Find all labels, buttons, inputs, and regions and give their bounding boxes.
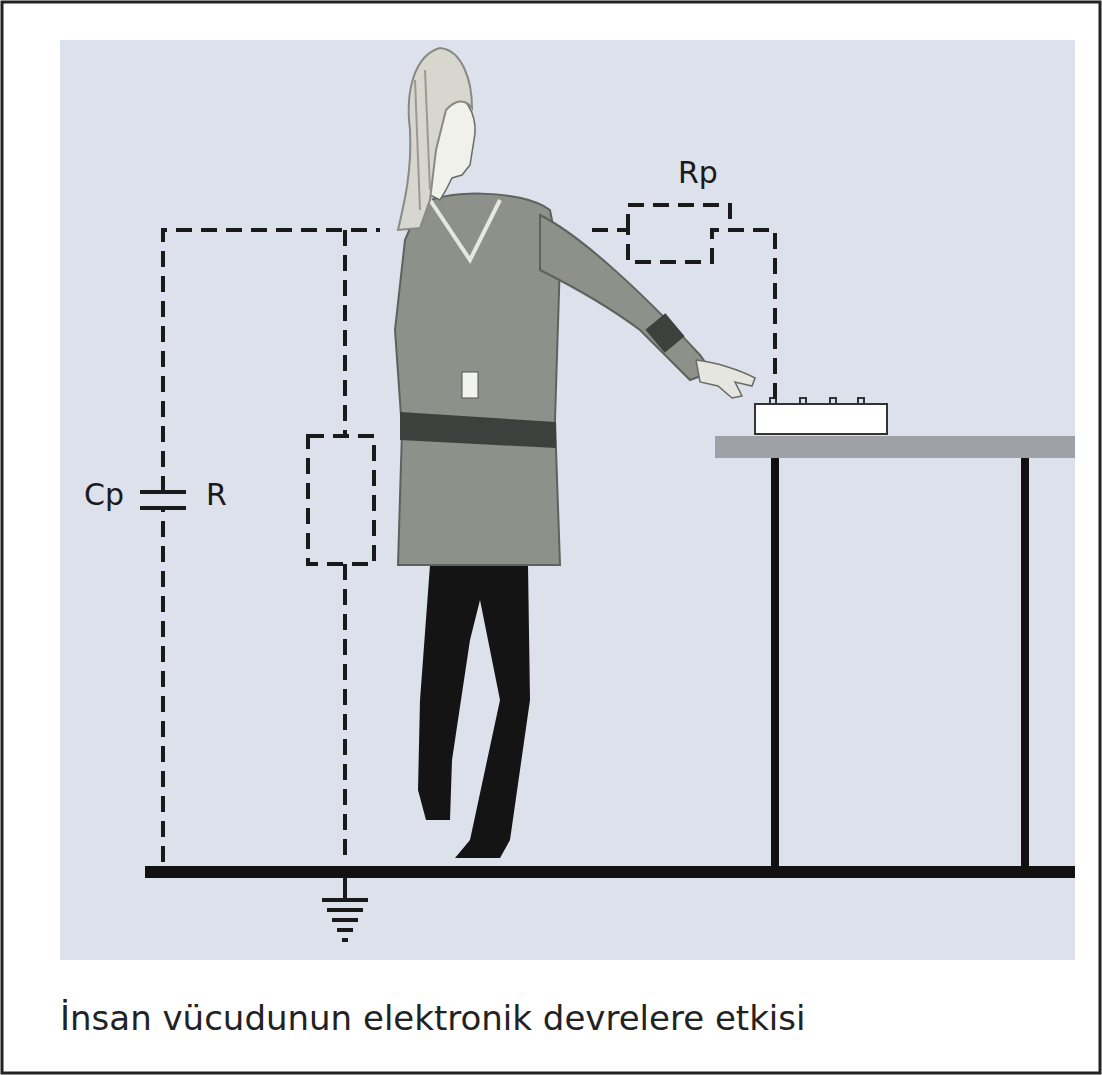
table-leg [771,458,779,868]
device [755,398,887,434]
table-leg [1021,458,1029,868]
figure-caption: İnsan vücudunun elektronik devrelere etk… [60,1000,805,1037]
ground-symbol [322,878,368,940]
background-panel [60,40,1075,960]
floor-line [145,866,1075,878]
person [395,48,755,858]
table-top [715,436,1075,458]
resistance-label: Rp [676,156,720,189]
dashed-wire [163,205,775,862]
capacitor-symbol [140,492,186,508]
capacitance-label: Cp [82,478,126,511]
resistance-label: R [204,478,229,511]
